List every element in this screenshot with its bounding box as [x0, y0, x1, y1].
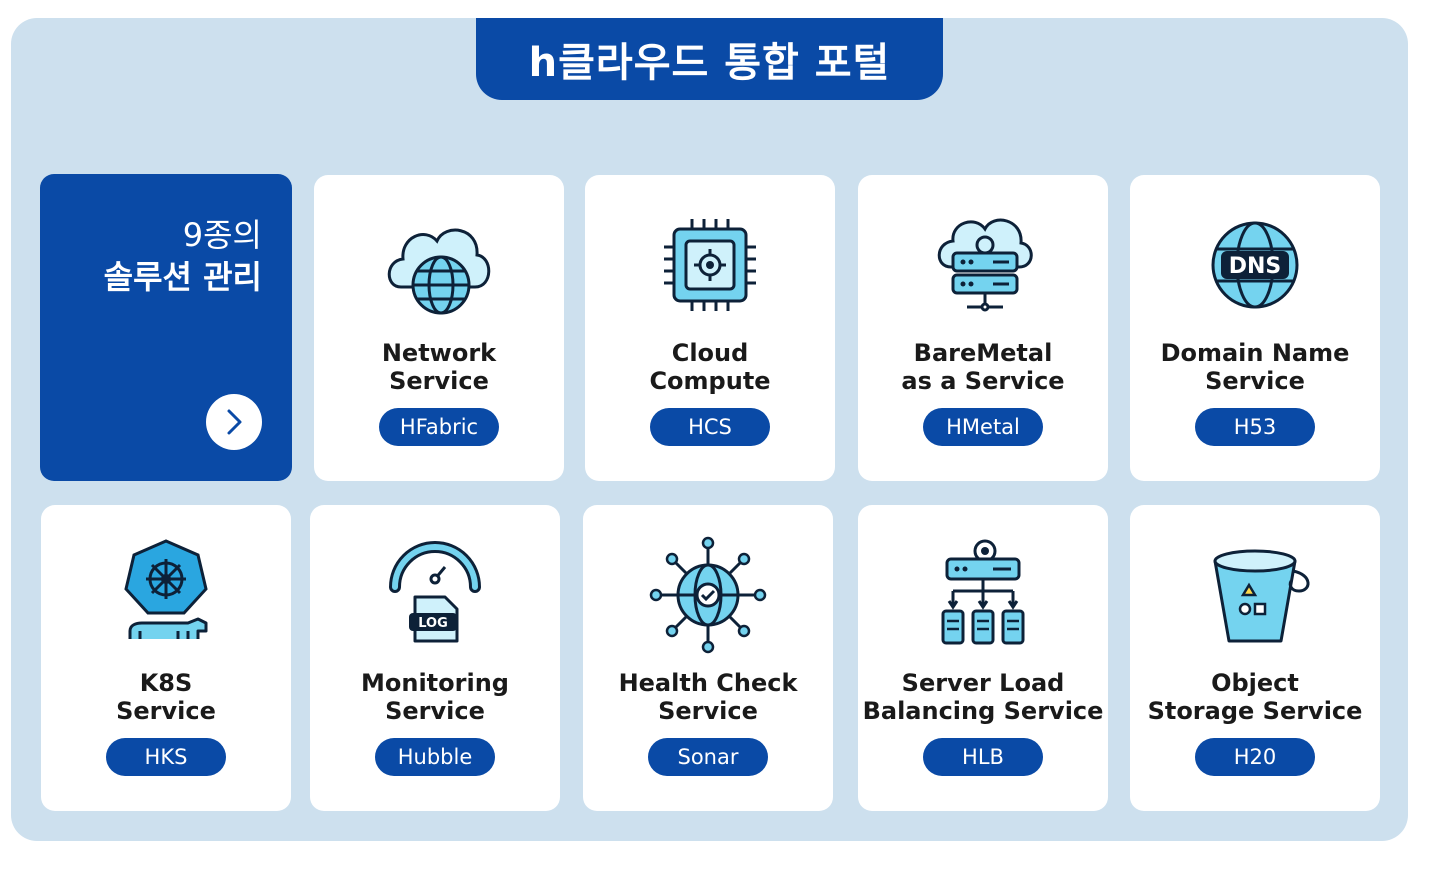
kubernetes-icon [124, 539, 208, 639]
cloud-globe-icon [387, 228, 491, 315]
service-badge[interactable]: HKS [106, 738, 226, 776]
service-badge[interactable]: HLB [923, 738, 1043, 776]
cpu-chip-icon [664, 219, 756, 311]
service-badge[interactable]: Hubble [375, 738, 495, 776]
service-badge[interactable]: H20 [1195, 738, 1315, 776]
bucket-icon [1213, 549, 1310, 643]
service-badge[interactable]: Sonar [648, 738, 768, 776]
network-globe-icon [649, 536, 767, 654]
cloud-server-icon [937, 218, 1033, 312]
svg-text:DNS: DNS [1229, 254, 1282, 279]
chevron-right-icon [227, 409, 242, 435]
promo-title: 솔루션 관리 [103, 258, 262, 296]
header-tab: h클라우드 통합 포털 [476, 18, 943, 100]
service-badge[interactable]: HMetal [923, 408, 1043, 446]
service-badge[interactable]: HFabric [379, 408, 499, 446]
solution-summary-card[interactable]: 9종의 솔루션 관리 [40, 174, 292, 481]
page-title: h클라우드 통합 포털 [528, 40, 891, 86]
gauge-log-icon: LOG [389, 541, 481, 643]
svg-text:LOG: LOG [418, 616, 448, 631]
dns-globe-icon: DNS [1211, 221, 1299, 309]
load-balancer-icon [941, 539, 1025, 645]
next-button[interactable] [206, 394, 262, 450]
promo-count-label: 9종의 [182, 216, 262, 254]
service-badge[interactable]: HCS [650, 408, 770, 446]
service-badge[interactable]: H53 [1195, 408, 1315, 446]
